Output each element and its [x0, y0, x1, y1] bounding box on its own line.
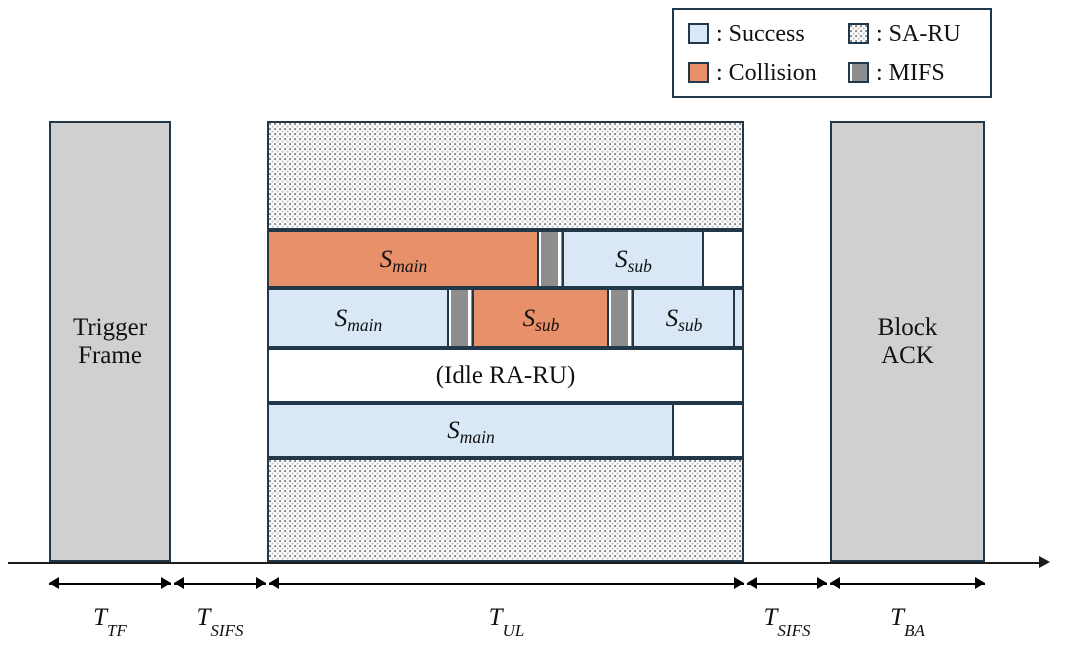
time-axis-line	[8, 562, 1043, 564]
legend-label-collision: : Collision	[716, 59, 817, 86]
segment-mifs	[537, 230, 565, 288]
mifs-swatch-icon	[848, 62, 869, 83]
legend-box: : Success : SA-RU : Collision : MIFS	[672, 8, 992, 98]
time-axis-arrow-icon	[1039, 556, 1050, 568]
segment-idle-tail	[672, 403, 744, 458]
measure-t-sifs-1	[174, 575, 266, 593]
segment-label-sub: sub	[627, 255, 652, 276]
segment-label-sub: main	[392, 255, 428, 276]
trigger-frame-label-line1: Trigger	[72, 313, 148, 341]
segment-idle-tail	[733, 288, 744, 348]
segment-label-sub: main	[347, 314, 383, 335]
measure-t-ba	[830, 575, 985, 593]
block-ack-block: Block ACK	[830, 121, 985, 562]
segment-label-sub: sub	[535, 314, 560, 335]
success-swatch-icon	[688, 23, 709, 44]
segment-success-s-main: Smain	[267, 288, 450, 348]
label-t-sifs-2: TSIFS	[763, 604, 811, 641]
label-t-ba: TBA	[890, 604, 925, 641]
measure-t-tf	[49, 575, 171, 593]
collision-swatch-icon	[688, 62, 709, 83]
segment-label-sub: main	[459, 427, 495, 448]
segment-success-s-main: Smain	[267, 403, 675, 458]
trigger-frame-label-line2: Frame	[78, 341, 142, 369]
segment-collision-s-sub: Ssub	[472, 288, 610, 348]
label-t-ul: TUL	[488, 604, 525, 641]
label-t-tf: TTF	[93, 604, 127, 641]
ul-row-ra-ru-3: Smain	[267, 403, 744, 458]
idle-ra-ru-label: (Idle RA-RU)	[435, 361, 576, 389]
legend-item-mifs: : MIFS	[848, 61, 1008, 85]
segment-label: Smain	[379, 245, 428, 276]
segment-label: Smain	[334, 304, 383, 335]
legend-label-sa-ru: : SA-RU	[876, 20, 961, 47]
segment-label-sub: sub	[678, 314, 703, 335]
legend-item-success: : Success	[688, 22, 848, 46]
block-ack-label: Block ACK	[832, 314, 983, 370]
ul-row-ra-ru-2: Smain Ssub Ssub	[267, 288, 744, 348]
segment-label: Ssub	[615, 245, 652, 276]
segment-label: Ssub	[665, 304, 703, 335]
ul-row-sa-ru-top	[267, 121, 744, 230]
legend-item-collision: : Collision	[688, 61, 848, 85]
trigger-frame-block: Trigger Frame	[49, 121, 171, 562]
label-t-sifs-1: TSIFS	[196, 604, 244, 641]
block-ack-label-line1: Block	[877, 313, 938, 341]
block-ack-label-line2: ACK	[881, 341, 934, 369]
legend-label-mifs: : MIFS	[876, 59, 945, 86]
segment-mifs	[607, 288, 635, 348]
segment-mifs	[447, 288, 475, 348]
legend-item-sa-ru: : SA-RU	[848, 22, 1008, 46]
sa-ru-swatch-icon	[848, 23, 869, 44]
measure-t-ul	[269, 575, 744, 593]
ul-row-sa-ru-bottom	[267, 458, 744, 562]
legend-label-success: : Success	[716, 20, 805, 47]
measure-t-sifs-2	[747, 575, 827, 593]
ul-row-ra-ru-1: Smain Ssub	[267, 230, 744, 288]
ul-row-idle-ra-ru: (Idle RA-RU)	[267, 348, 744, 403]
segment-success-s-sub: Ssub	[632, 288, 736, 348]
ul-transmission-block: Smain Ssub Smain Ssub Ssub (Idle	[267, 121, 744, 562]
trigger-frame-label: Trigger Frame	[51, 314, 169, 370]
segment-collision-s-main: Smain	[267, 230, 540, 288]
segment-idle-tail	[702, 230, 744, 288]
segment-label: Ssub	[522, 304, 560, 335]
segment-success-s-sub: Ssub	[562, 230, 705, 288]
segment-label: Smain	[447, 417, 495, 448]
